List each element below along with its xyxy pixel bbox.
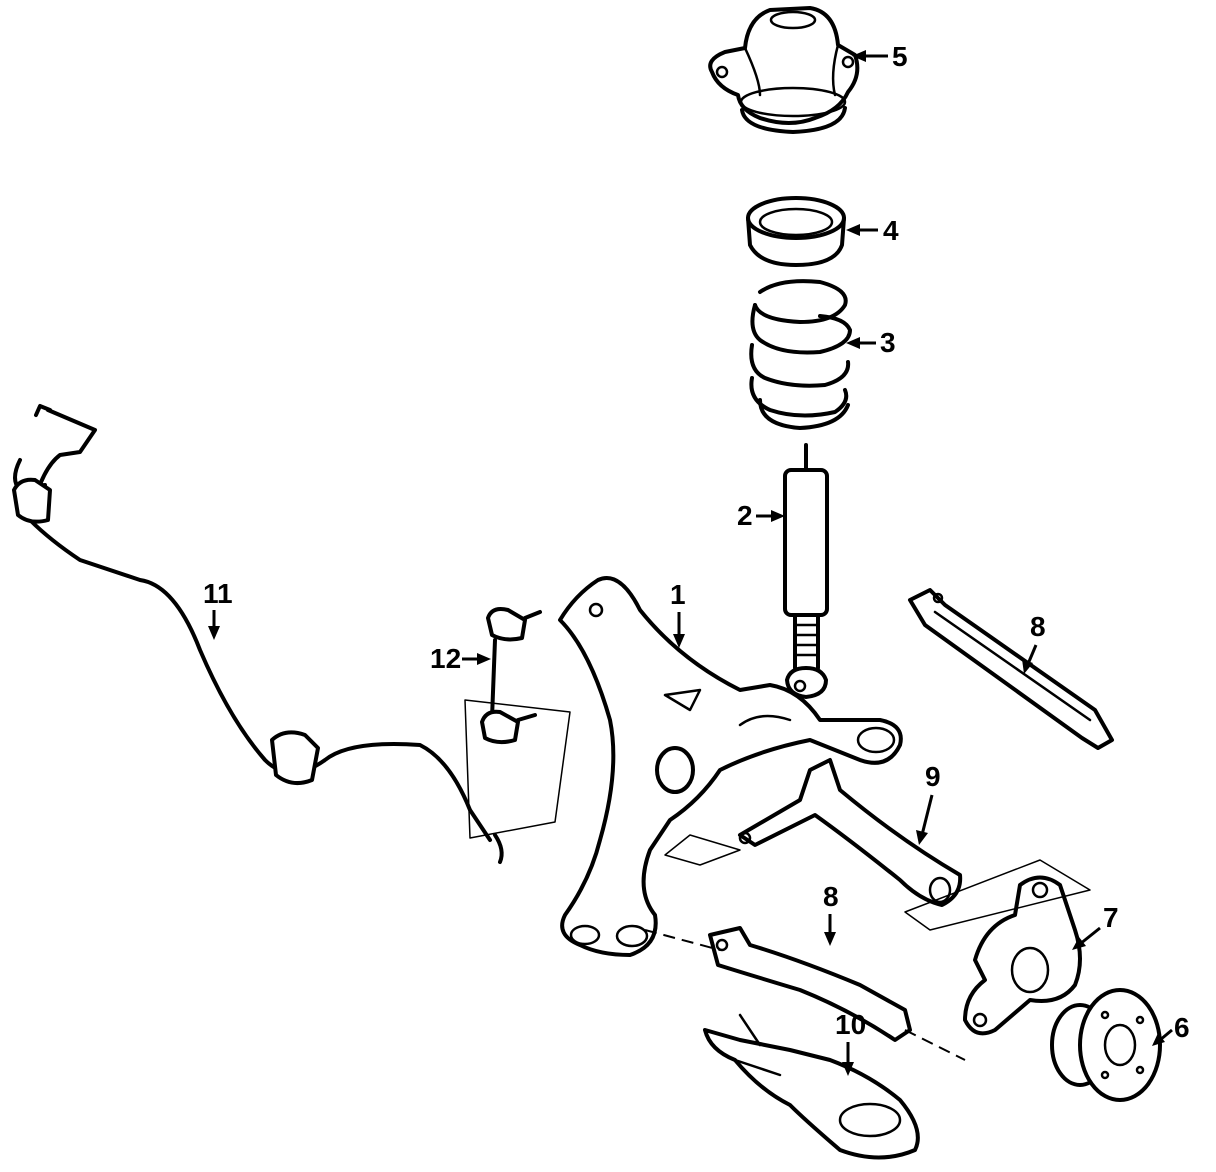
callout-label-1: 1 [670, 579, 686, 610]
trailing-arm [703, 1013, 920, 1160]
callout-4: 4 [846, 215, 899, 246]
assembly-guides [464, 699, 1091, 1061]
steering-knuckle [963, 875, 1082, 1036]
callout-label-3: 3 [880, 327, 896, 358]
spring-insulator [746, 196, 846, 267]
callout-label-8-lower: 8 [823, 881, 839, 912]
coil-spring [749, 279, 852, 430]
callout-label-11: 11 [203, 578, 233, 609]
callout-8-lower: 8 [823, 881, 839, 946]
callout-6: 6 [1152, 1012, 1190, 1046]
lateral-link-lower [708, 926, 912, 1042]
callout-7: 7 [1072, 902, 1119, 950]
lower-control-arm [738, 758, 963, 907]
callout-2: 2 [737, 500, 785, 531]
stabilizer-bar [12, 404, 504, 864]
callout-5: 5 [852, 41, 908, 72]
callout-3: 3 [846, 327, 896, 358]
callout-9: 9 [916, 761, 941, 845]
callout-11: 11 [203, 578, 233, 640]
shock-absorber [783, 443, 829, 699]
callout-label-8-upper: 8 [1030, 611, 1046, 642]
callout-label-12: 12 [430, 643, 461, 674]
callout-label-2: 2 [737, 500, 753, 531]
callout-label-5: 5 [892, 41, 908, 72]
callout-8-upper: 8 [1022, 611, 1046, 674]
callout-label-10: 10 [835, 1009, 866, 1040]
callout-1: 1 [670, 579, 686, 648]
callout-12: 12 [430, 643, 491, 674]
subframe [558, 576, 903, 957]
callout-label-9: 9 [925, 761, 941, 792]
strut-mount [708, 6, 860, 134]
wheel-hub [1050, 988, 1162, 1102]
callout-label-7: 7 [1103, 902, 1119, 933]
callout-10: 10 [835, 1009, 866, 1076]
callout-label-6: 6 [1174, 1012, 1190, 1043]
lateral-link-upper [908, 588, 1114, 750]
callout-label-4: 4 [883, 215, 899, 246]
stabilizer-link [480, 607, 542, 745]
